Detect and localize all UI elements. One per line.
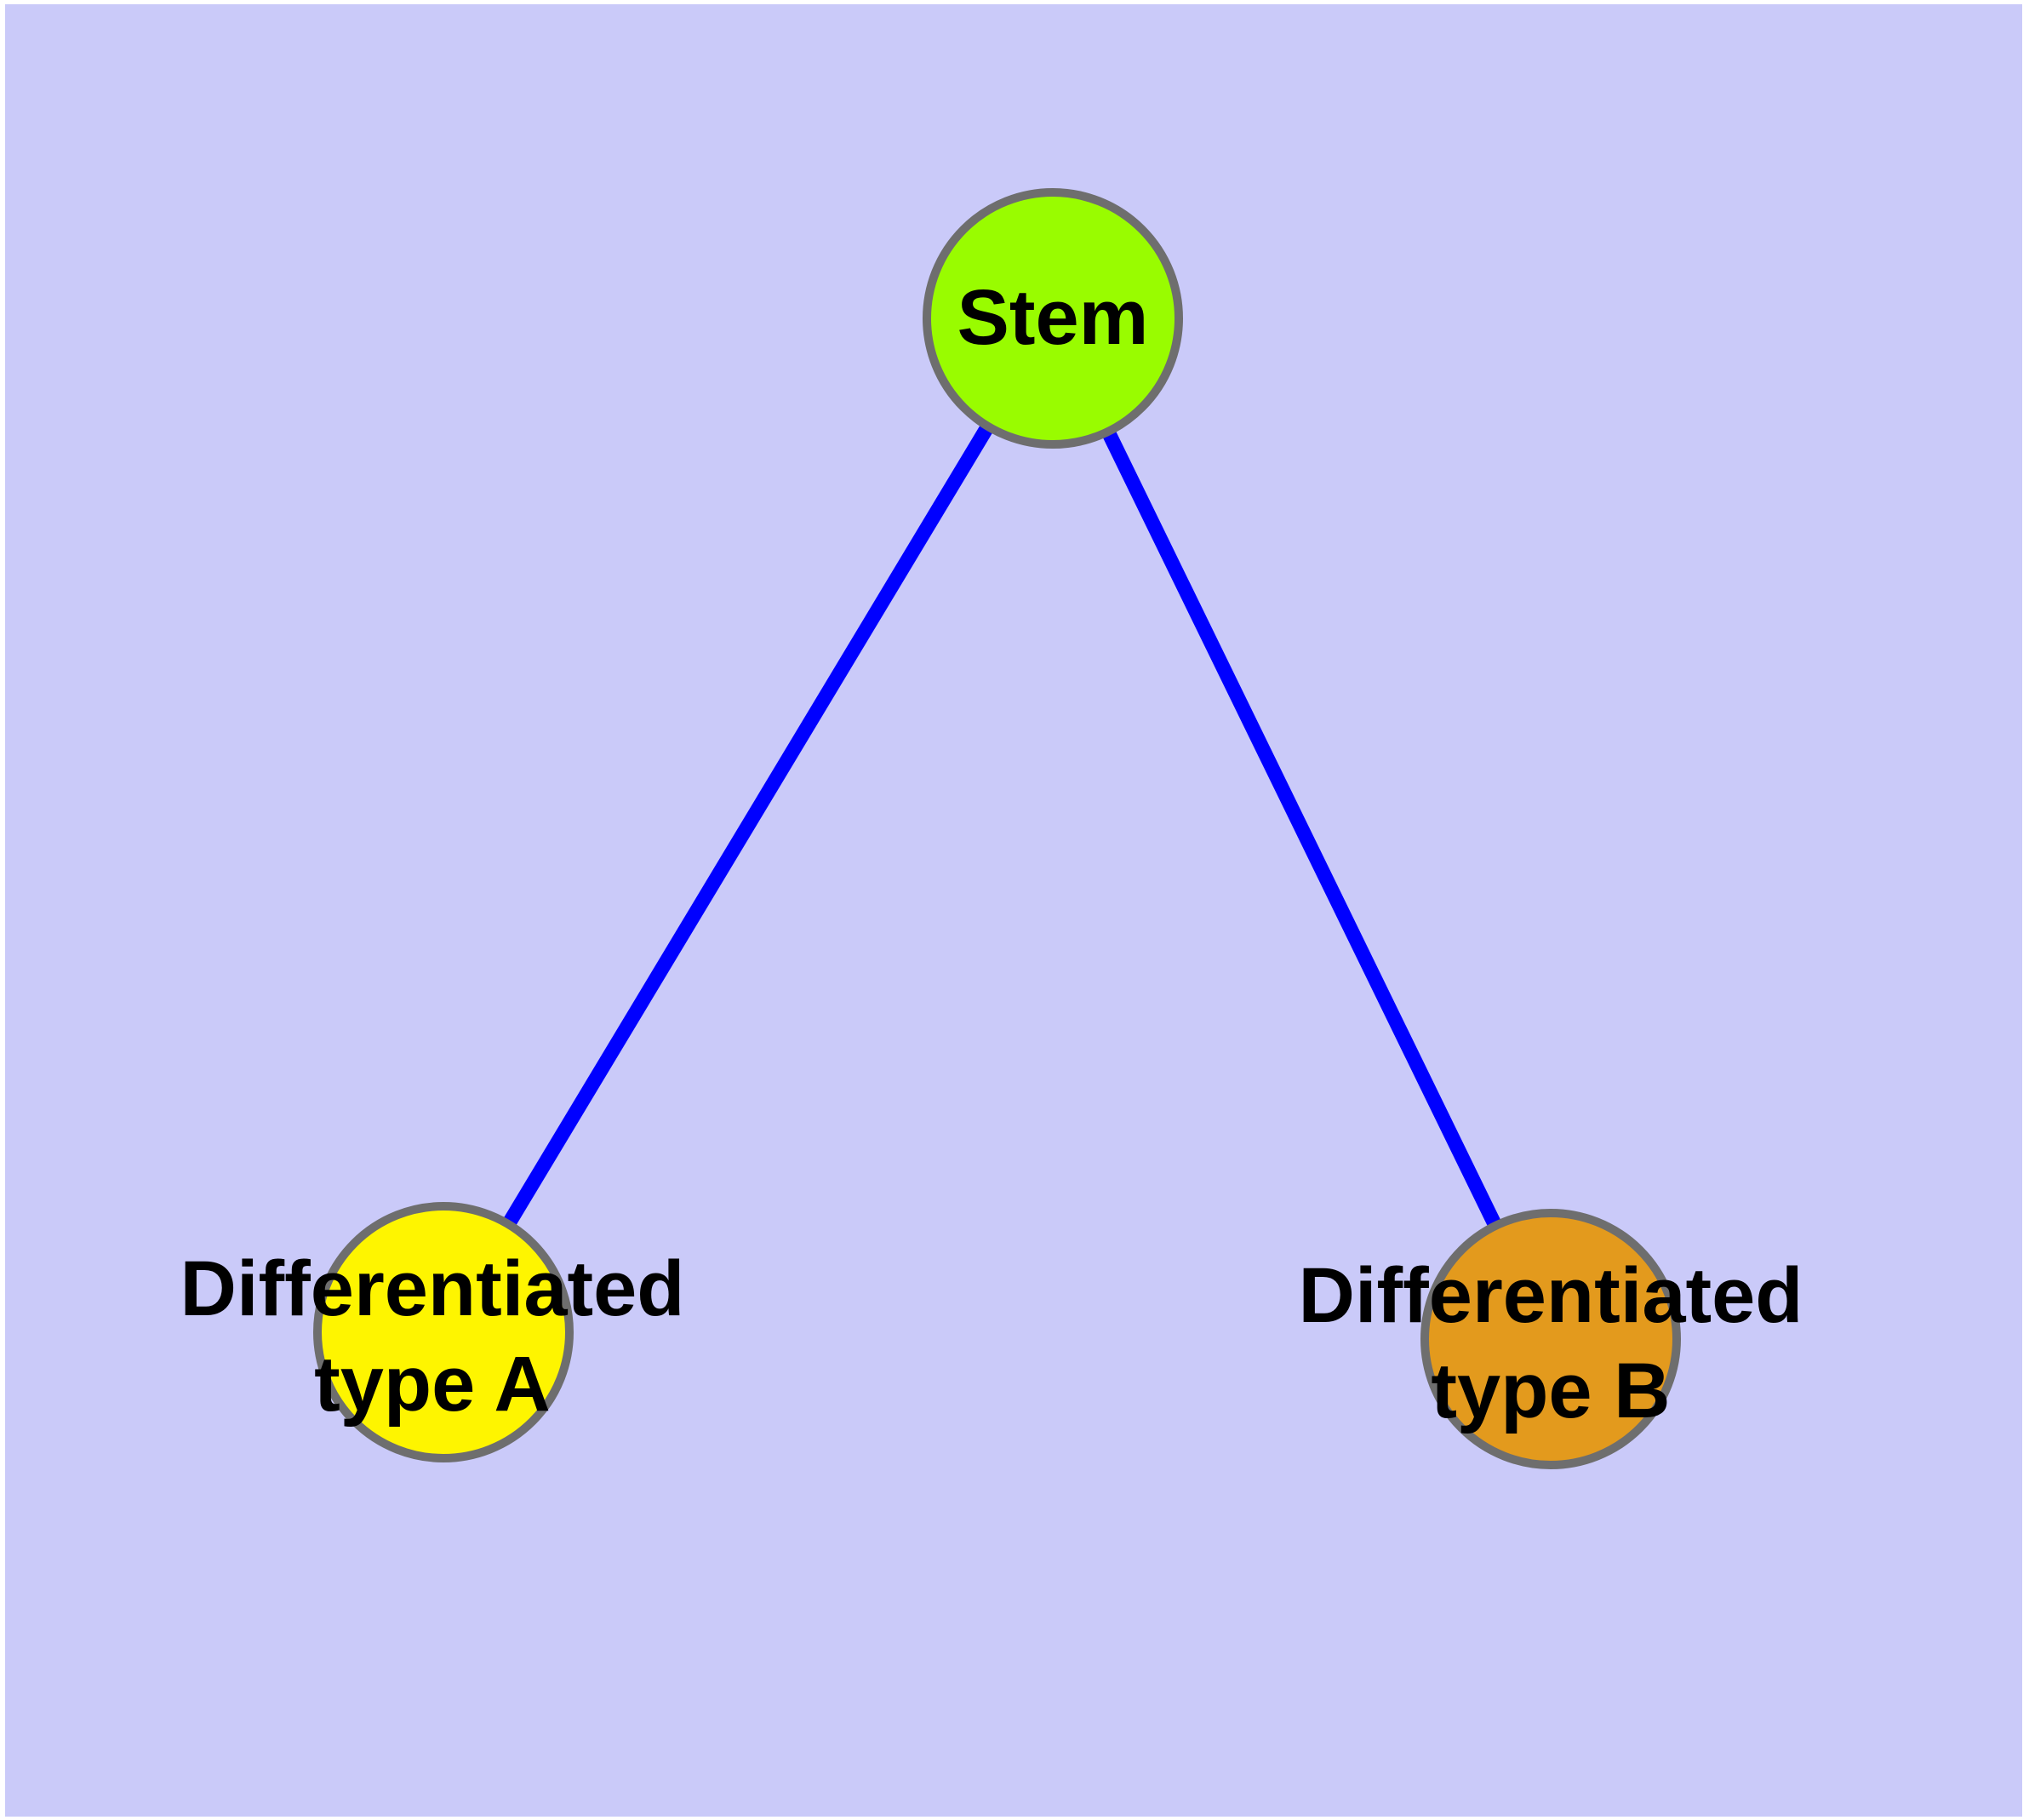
- edge-stem-to-type-b: [1046, 315, 1557, 1342]
- node-type-b-circle: [1420, 1209, 1681, 1469]
- node-type-a-circle: [313, 1202, 574, 1462]
- node-stem-circle: [923, 188, 1183, 449]
- edge-stem-to-type-a: [437, 314, 1060, 1336]
